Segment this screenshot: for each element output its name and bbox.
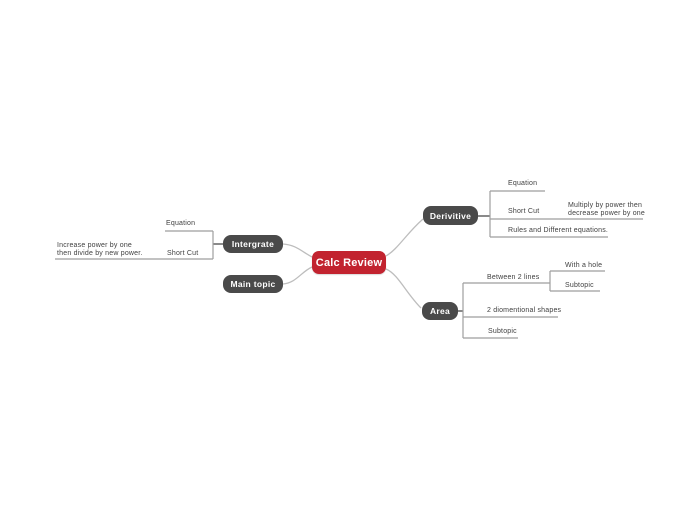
topic-derivitive-short-cut-detail[interactable]: Multiply by power then decrease power by… xyxy=(568,202,645,217)
curve-root-to-derivitive xyxy=(385,218,424,257)
topic-area-subtopic[interactable]: Subtopic xyxy=(488,328,517,335)
topic-area-with-a-hole[interactable]: With a hole xyxy=(565,262,603,269)
topic-area-between-subtopic[interactable]: Subtopic xyxy=(565,282,594,289)
curve-root-to-maintopic xyxy=(282,266,313,285)
topic-intergrate-short-cut-detail[interactable]: Increase power by one then divide by new… xyxy=(57,242,143,257)
topic-intergrate-equation[interactable]: Equation xyxy=(166,220,196,227)
topic-derivitive-short-cut[interactable]: Short Cut xyxy=(508,208,540,215)
topic-derivitive-rules[interactable]: Rules and Different equations. xyxy=(508,227,609,234)
topic-area-between-2-lines[interactable]: Between 2 lines xyxy=(487,274,540,281)
node-derivitive[interactable]: Derivitive xyxy=(423,206,478,225)
node-area[interactable]: Area xyxy=(422,302,458,320)
node-main-topic[interactable]: Main topic xyxy=(223,275,283,293)
topic-intergrate-short-cut[interactable]: Short Cut xyxy=(167,250,199,257)
topic-area-shapes[interactable]: 2 diomentional shapes xyxy=(487,307,562,314)
root-node-calc-review[interactable]: Calc Review xyxy=(312,251,386,274)
curve-root-to-intergrate xyxy=(282,243,313,258)
topic-derivitive-equation[interactable]: Equation xyxy=(508,180,538,187)
node-intergrate[interactable]: Intergrate xyxy=(223,235,283,253)
curve-root-to-area xyxy=(385,268,422,309)
